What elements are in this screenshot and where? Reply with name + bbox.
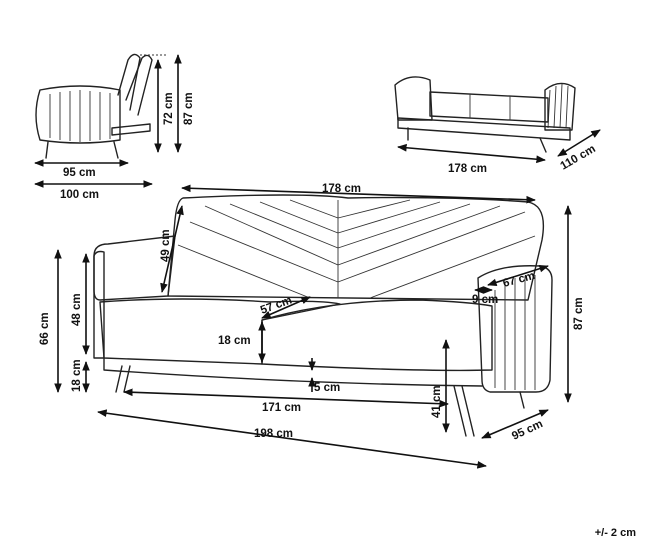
label-leg-height: 18 cm bbox=[71, 359, 83, 392]
label-seat-height: 41 cm bbox=[431, 385, 443, 418]
dim-line-bed-width bbox=[557, 129, 601, 157]
label-side-total-height: 87 cm bbox=[183, 92, 195, 125]
side-view-sofa bbox=[35, 53, 168, 159]
label-total-depth: 95 cm bbox=[510, 418, 545, 443]
label-side-seat-depth: 95 cm bbox=[63, 167, 96, 179]
label-bed-width: 110 cm bbox=[559, 143, 598, 173]
label-backrest-height: 49 cm bbox=[160, 229, 172, 262]
front-view-sofa bbox=[93, 194, 553, 437]
label-side-total-depth: 100 cm bbox=[60, 189, 99, 201]
label-gap: 5 cm bbox=[314, 382, 340, 394]
label-total-width: 198 cm bbox=[254, 428, 293, 440]
label-total-height: 87 cm bbox=[573, 297, 585, 330]
dim-line-total-width bbox=[97, 409, 487, 469]
bed-view-sofa bbox=[394, 76, 576, 153]
label-arm-height: 66 cm bbox=[39, 312, 51, 345]
dim-line-total-depth bbox=[481, 409, 549, 439]
front-view-dimensions: 178 cm 49 cm 67 cm 9 cm 57 cm 87 cm 66 c… bbox=[39, 183, 585, 469]
bed-view-dimensions: 178 cm 110 cm bbox=[397, 129, 601, 175]
dim-line-arm-width bbox=[487, 264, 549, 287]
dim-line-seat-depth bbox=[261, 296, 311, 319]
dim-line-backrest-width bbox=[181, 184, 536, 204]
side-view-dimensions: 95 cm 100 cm 72 cm 87 cm bbox=[34, 54, 195, 201]
tolerance-note: +/- 2 cm bbox=[594, 527, 636, 539]
label-bed-length: 178 cm bbox=[448, 163, 487, 175]
dim-line-backrest-height bbox=[160, 205, 184, 293]
label-cushion-thickness: 18 cm bbox=[218, 335, 251, 347]
label-arm-depth: 9 cm bbox=[472, 294, 498, 306]
dim-line-seat-width bbox=[123, 388, 449, 408]
label-side-seat-height: 72 cm bbox=[163, 92, 175, 125]
label-backrest-width: 178 cm bbox=[322, 183, 361, 195]
label-seat-cushion-height: 48 cm bbox=[71, 293, 83, 326]
dim-line-bed-length bbox=[397, 143, 546, 164]
label-seat-width: 171 cm bbox=[262, 402, 301, 414]
